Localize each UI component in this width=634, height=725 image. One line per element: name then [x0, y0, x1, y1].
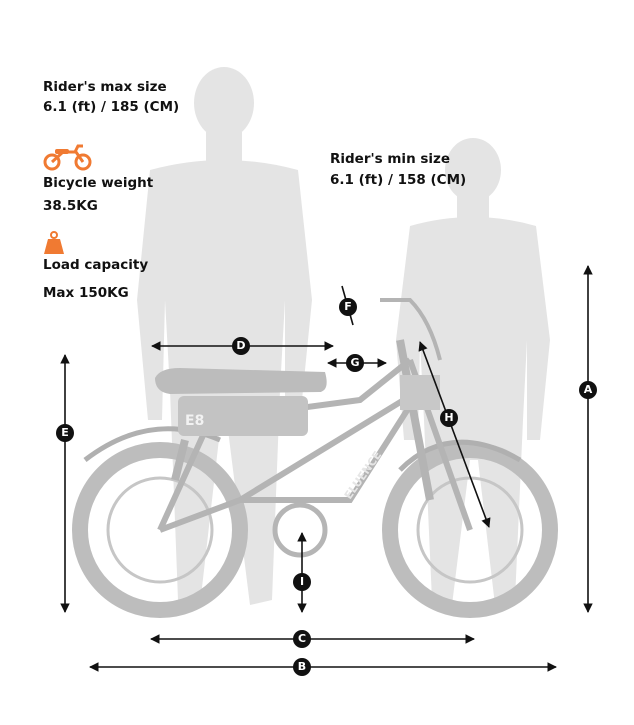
ebike-illustration — [72, 298, 558, 618]
dimension-lines — [60, 265, 593, 672]
frame-brand-text: ELUENCE — [342, 449, 384, 502]
max-size-title: Rider's max size — [43, 79, 167, 95]
battery-badge-text: E8 — [185, 413, 204, 429]
bicycle-icon — [43, 144, 92, 171]
weight-icon — [44, 231, 64, 254]
marker-b: B — [293, 658, 311, 676]
dimension-line-h — [418, 341, 491, 528]
load-capacity-title: Load capacity — [43, 257, 149, 273]
marker-d: D — [232, 337, 250, 355]
max-size-value: 6.1 (ft) / 185 (CM) — [43, 99, 180, 115]
min-size-value: 6.1 (ft) / 158 (CM) — [330, 172, 467, 188]
load-capacity-value: Max 150KG — [43, 285, 129, 301]
marker-h: H — [440, 409, 458, 427]
marker-c: C — [293, 630, 311, 648]
bike-battery — [178, 396, 308, 436]
marker-g: G — [346, 354, 364, 372]
bicycle-weight-value: 38.5KG — [43, 198, 98, 214]
bike-seat — [155, 368, 327, 394]
marker-a: A — [579, 381, 597, 399]
min-size-title: Rider's min size — [330, 151, 451, 167]
marker-i: I — [293, 573, 311, 591]
bicycle-weight-title: Bicycle weight — [43, 175, 154, 191]
marker-f: F — [339, 298, 357, 316]
marker-e: E — [56, 424, 74, 442]
